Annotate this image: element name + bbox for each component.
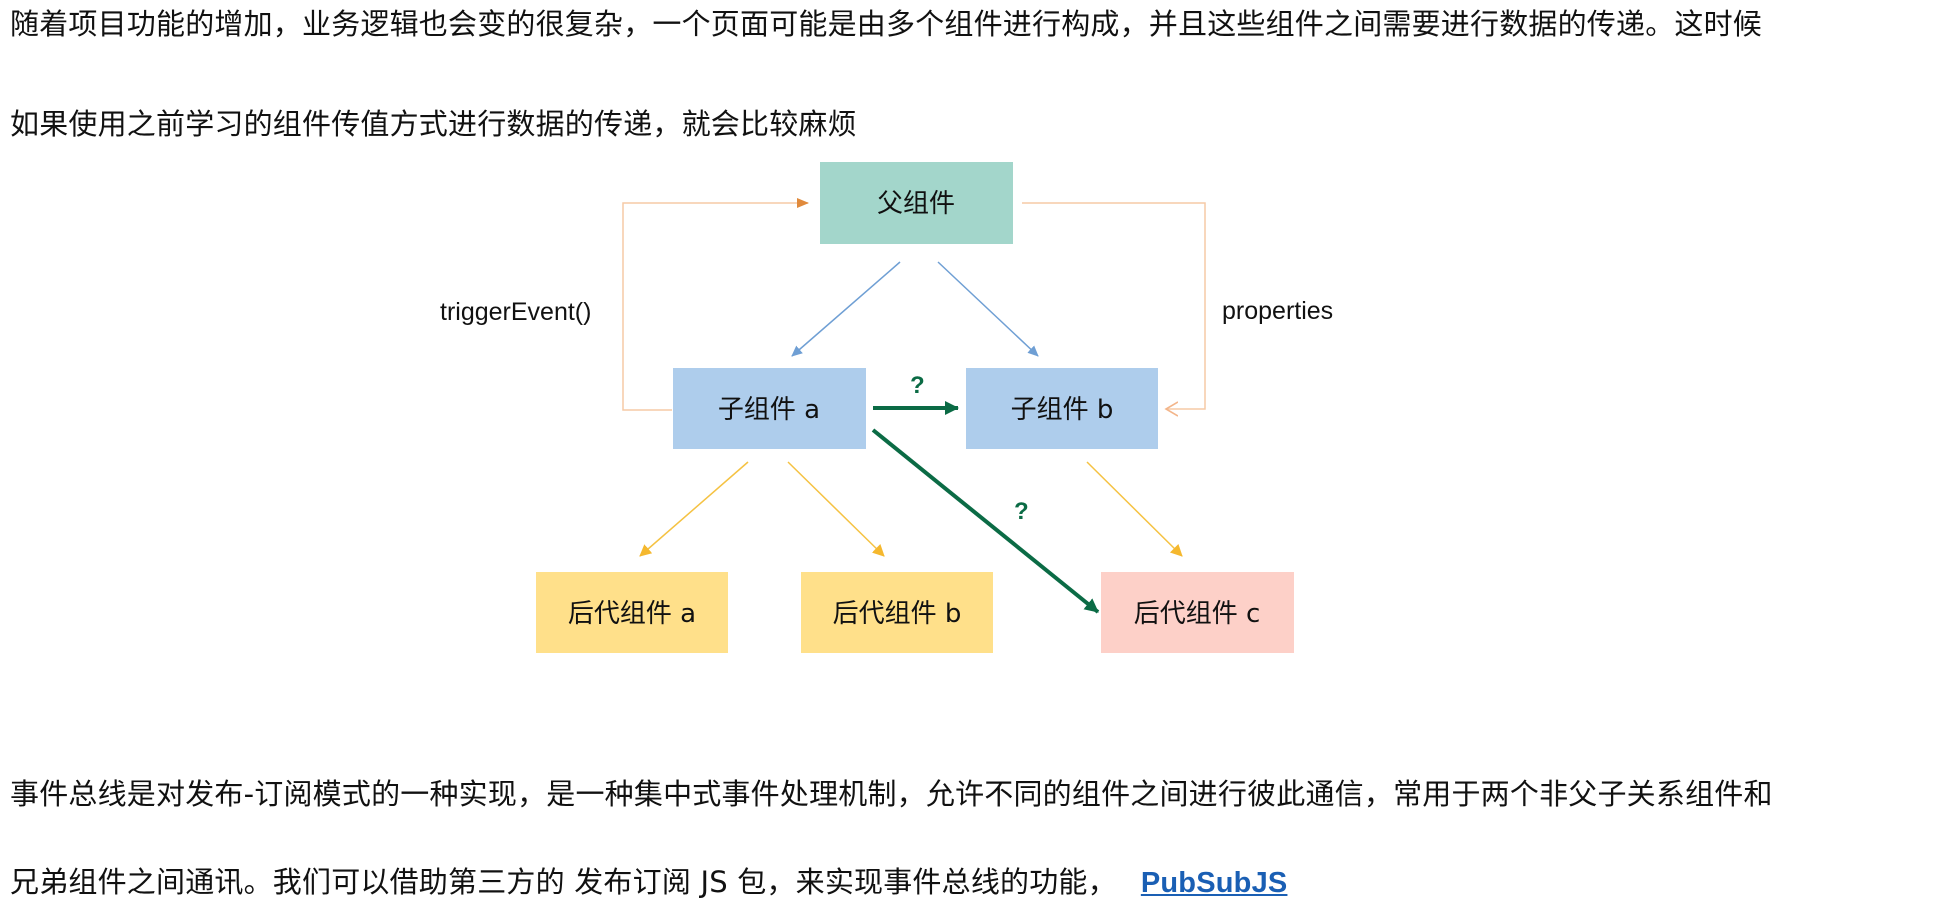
child-component-b-node: 子组件 b xyxy=(966,368,1158,449)
parent-component-node: 父组件 xyxy=(820,162,1013,244)
intro-line-2: 如果使用之前学习的组件传值方式进行数据的传递，就会比较麻烦 xyxy=(10,107,857,141)
child-a-to-descendant-a-arrow xyxy=(639,461,749,557)
descendant-component-a-label: 后代组件 a xyxy=(568,599,696,629)
parent-to-child-b-arrow xyxy=(937,261,1039,357)
pubsubjs-link[interactable]: PubSubJS xyxy=(1140,867,1288,899)
parent-component-label: 父组件 xyxy=(877,189,955,219)
event-bus-paragraph: 事件总线是对发布-订阅模式的一种实现，是一种集中式事件处理机制，允许不同的组件之… xyxy=(10,770,1940,906)
trigger-event-label: triggerEvent() xyxy=(440,298,591,326)
event-bus-line-2-text: 兄弟组件之间通讯。我们可以借助第三方的 发布订阅 JS 包，来实现事件总线的功能… xyxy=(10,865,1117,899)
intro-paragraph: 随着项目功能的增加，业务逻辑也会变的很复杂，一个页面可能是由多个组件进行构成，并… xyxy=(10,0,1940,148)
trigger-event-connector xyxy=(622,198,809,411)
descendant-component-c-node: 后代组件 c xyxy=(1101,572,1294,653)
properties-label: properties xyxy=(1222,297,1333,325)
descendant-component-b-node: 后代组件 b xyxy=(801,572,993,653)
child-component-b-label: 子组件 b xyxy=(1011,395,1114,425)
event-bus-line-1: 事件总线是对发布-订阅模式的一种实现，是一种集中式事件处理机制，允许不同的组件之… xyxy=(10,777,1773,811)
intro-line-1: 随着项目功能的增加，业务逻辑也会变的很复杂，一个页面可能是由多个组件进行构成，并… xyxy=(10,7,1763,41)
child-b-to-descendant-c-arrow xyxy=(1086,461,1183,557)
event-bus-line-2: 兄弟组件之间通讯。我们可以借助第三方的 发布订阅 JS 包，来实现事件总线的功能… xyxy=(10,858,1940,906)
parent-to-child-a-arrow xyxy=(791,261,901,357)
properties-connector xyxy=(1022,202,1206,409)
child-component-a-node: 子组件 a xyxy=(673,368,866,449)
descendant-component-b-label: 后代组件 b xyxy=(833,599,962,629)
descendant-component-a-node: 后代组件 a xyxy=(536,572,728,653)
question-mark-descendant-c: ? xyxy=(1014,498,1029,525)
descendant-component-c-label: 后代组件 c xyxy=(1134,599,1261,629)
child-a-to-descendant-b-arrow xyxy=(787,461,885,557)
child-a-to-descendant-c-arrow xyxy=(871,428,1100,614)
child-component-a-label: 子组件 a xyxy=(718,395,820,425)
question-mark-child-b: ? xyxy=(910,372,925,399)
